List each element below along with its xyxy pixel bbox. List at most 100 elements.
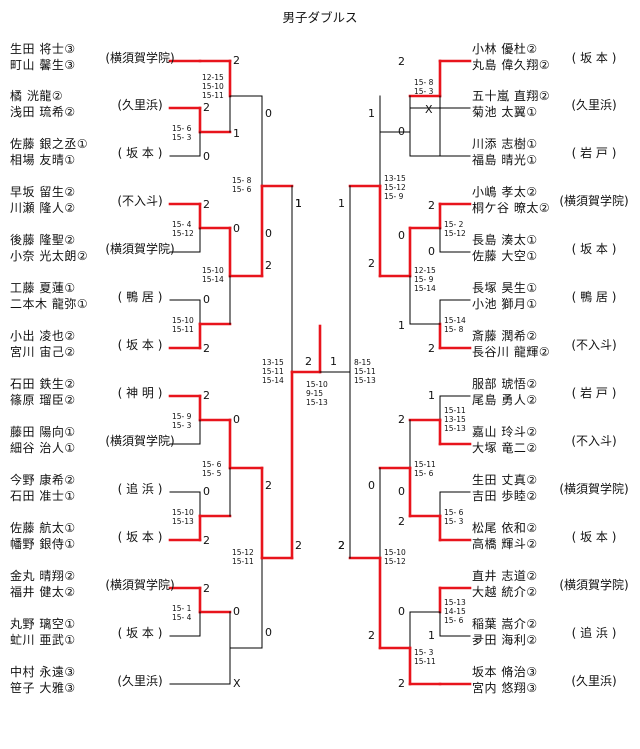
score-label: 2 bbox=[368, 257, 375, 270]
game-scores: 15- 3 15-11 bbox=[414, 648, 436, 666]
score-label: 0 bbox=[398, 229, 405, 242]
game-scores: 15- 1 15- 4 bbox=[172, 604, 192, 622]
game-scores: 15-11 15- 6 bbox=[414, 460, 436, 478]
club-name: ( 坂 本 ) bbox=[571, 51, 617, 65]
score-label: 1 bbox=[295, 197, 302, 210]
score-label: 1 bbox=[428, 629, 435, 642]
game-scores: 15-11 13-15 15-13 bbox=[444, 406, 466, 433]
score-label: 2 bbox=[203, 389, 210, 402]
score-label: 0 bbox=[368, 479, 375, 492]
club-name: (横須賀学院) bbox=[105, 578, 175, 592]
player-name: 大塚 竜二② bbox=[472, 441, 538, 455]
player-name: 笹子 大雅③ bbox=[10, 681, 76, 695]
player-name: 高橋 輝斗② bbox=[472, 537, 538, 551]
club-name: ( 岩 戸 ) bbox=[571, 146, 617, 160]
club-name: (横須賀学院) bbox=[559, 194, 629, 208]
score-label: 2 bbox=[265, 259, 272, 272]
player-name: 橘 洸龍② bbox=[10, 89, 64, 103]
club-name: ( 岩 戸 ) bbox=[571, 386, 617, 400]
player-name: 川添 志樹① bbox=[472, 137, 538, 151]
player-name: 長塚 昊生① bbox=[472, 281, 538, 295]
club-name: ( 坂 本 ) bbox=[117, 338, 163, 352]
score-label: 0 bbox=[203, 485, 210, 498]
score-label: 2 bbox=[398, 55, 405, 68]
club-name: ( 坂 本 ) bbox=[571, 530, 617, 544]
game-scores: 15- 8 15- 3 bbox=[414, 78, 434, 96]
player-name: 嘉山 玲斗② bbox=[472, 425, 538, 439]
player-name: 佐藤 航太① bbox=[10, 521, 76, 535]
club-name: (久里浜) bbox=[571, 98, 617, 112]
score-label: 1 bbox=[368, 107, 375, 120]
score-label: 1 bbox=[330, 355, 337, 368]
player-name: 佐藤 銀之丞① bbox=[10, 137, 89, 151]
club-name: (久里浜) bbox=[571, 674, 617, 688]
player-name: 福井 健太② bbox=[10, 585, 76, 599]
club-name: ( 坂 本 ) bbox=[571, 242, 617, 256]
player-name: 夛田 海利② bbox=[472, 633, 538, 647]
player-name: 今野 康希② bbox=[10, 473, 76, 487]
player-name: 長谷川 龍輝② bbox=[472, 345, 551, 359]
player-name: 桐ケ谷 暸太② bbox=[472, 201, 551, 215]
game-scores: 13-15 15-11 15-14 bbox=[262, 358, 284, 385]
club-name: ( 鴨 居 ) bbox=[117, 290, 163, 304]
player-name: 斎藤 潤希② bbox=[472, 329, 538, 343]
player-name: 生田 丈真② bbox=[472, 473, 538, 487]
score-label: 0 bbox=[398, 125, 405, 138]
player-name: 坂本 脩治③ bbox=[472, 665, 538, 679]
game-scores: 15- 6 15- 3 bbox=[444, 508, 464, 526]
score-label: 2 bbox=[428, 342, 435, 355]
score-label: 2 bbox=[203, 342, 210, 355]
score-label: 2 bbox=[233, 54, 240, 67]
score-label: 2 bbox=[398, 413, 405, 426]
game-scores: 15-13 14-15 15- 6 bbox=[444, 598, 466, 625]
club-name: ( 追 浜 ) bbox=[571, 626, 617, 640]
player-name: 吉田 歩睦② bbox=[472, 489, 538, 503]
player-name: 大越 統介② bbox=[472, 585, 538, 599]
score-label: 2 bbox=[203, 101, 210, 114]
game-scores: 8-15 15-11 15-13 bbox=[354, 358, 376, 385]
club-name: (久里浜) bbox=[117, 674, 163, 688]
club-name: (横須賀学院) bbox=[559, 578, 629, 592]
player-name: 尾島 勇人② bbox=[472, 393, 538, 407]
score-label: 0 bbox=[398, 485, 405, 498]
club-name: (横須賀学院) bbox=[559, 482, 629, 496]
score-label: 0 bbox=[233, 222, 240, 235]
score-label: 0 bbox=[233, 605, 240, 618]
club-name: (不入斗) bbox=[571, 338, 617, 352]
score-label: 0 bbox=[265, 107, 272, 120]
player-name: 藤田 陽向① bbox=[10, 425, 76, 439]
player-name: 石田 准士① bbox=[10, 489, 76, 503]
page-title: 男子ダブルス bbox=[282, 10, 358, 25]
game-scores: 15- 9 15- 3 bbox=[172, 412, 192, 430]
score-label: 2 bbox=[398, 677, 405, 690]
score-label: 2 bbox=[265, 479, 272, 492]
score-label: 0 bbox=[398, 605, 405, 618]
player-name: 丸島 偉久翔② bbox=[472, 58, 551, 72]
club-name: ( 坂 本 ) bbox=[117, 146, 163, 160]
player-name: 工藤 夏蓮① bbox=[10, 281, 76, 295]
player-name: 小嶋 孝太② bbox=[472, 185, 538, 199]
score-label: 2 bbox=[203, 534, 210, 547]
score-label: 2 bbox=[295, 539, 302, 552]
player-name: 二本木 龍弥① bbox=[10, 297, 89, 311]
player-name: 虻川 亜武① bbox=[10, 633, 76, 647]
club-name: (横須賀学院) bbox=[105, 242, 175, 256]
player-name: 佐藤 大空① bbox=[472, 249, 538, 263]
game-scores: 15-10 15-14 bbox=[202, 266, 224, 284]
player-name: 中村 永遠③ bbox=[10, 665, 76, 679]
player-name: 小出 凌也② bbox=[10, 329, 76, 343]
club-name: ( 神 明 ) bbox=[117, 386, 163, 400]
game-scores: 12-15 15-10 15-11 bbox=[202, 73, 224, 100]
club-name: (横須賀学院) bbox=[105, 51, 175, 65]
player-name: 石田 鉄生② bbox=[10, 377, 76, 391]
game-scores: 13-15 15-12 15- 9 bbox=[384, 174, 406, 201]
club-name: ( 坂 本 ) bbox=[117, 530, 163, 544]
player-name: 早坂 留生② bbox=[10, 185, 76, 199]
score-label: 0 bbox=[428, 245, 435, 258]
score-label: 2 bbox=[338, 539, 345, 552]
score-label: 0 bbox=[203, 150, 210, 163]
score-label: 0 bbox=[203, 293, 210, 306]
player-name: 小池 獅月① bbox=[472, 297, 538, 311]
club-name: (不入斗) bbox=[117, 194, 163, 208]
